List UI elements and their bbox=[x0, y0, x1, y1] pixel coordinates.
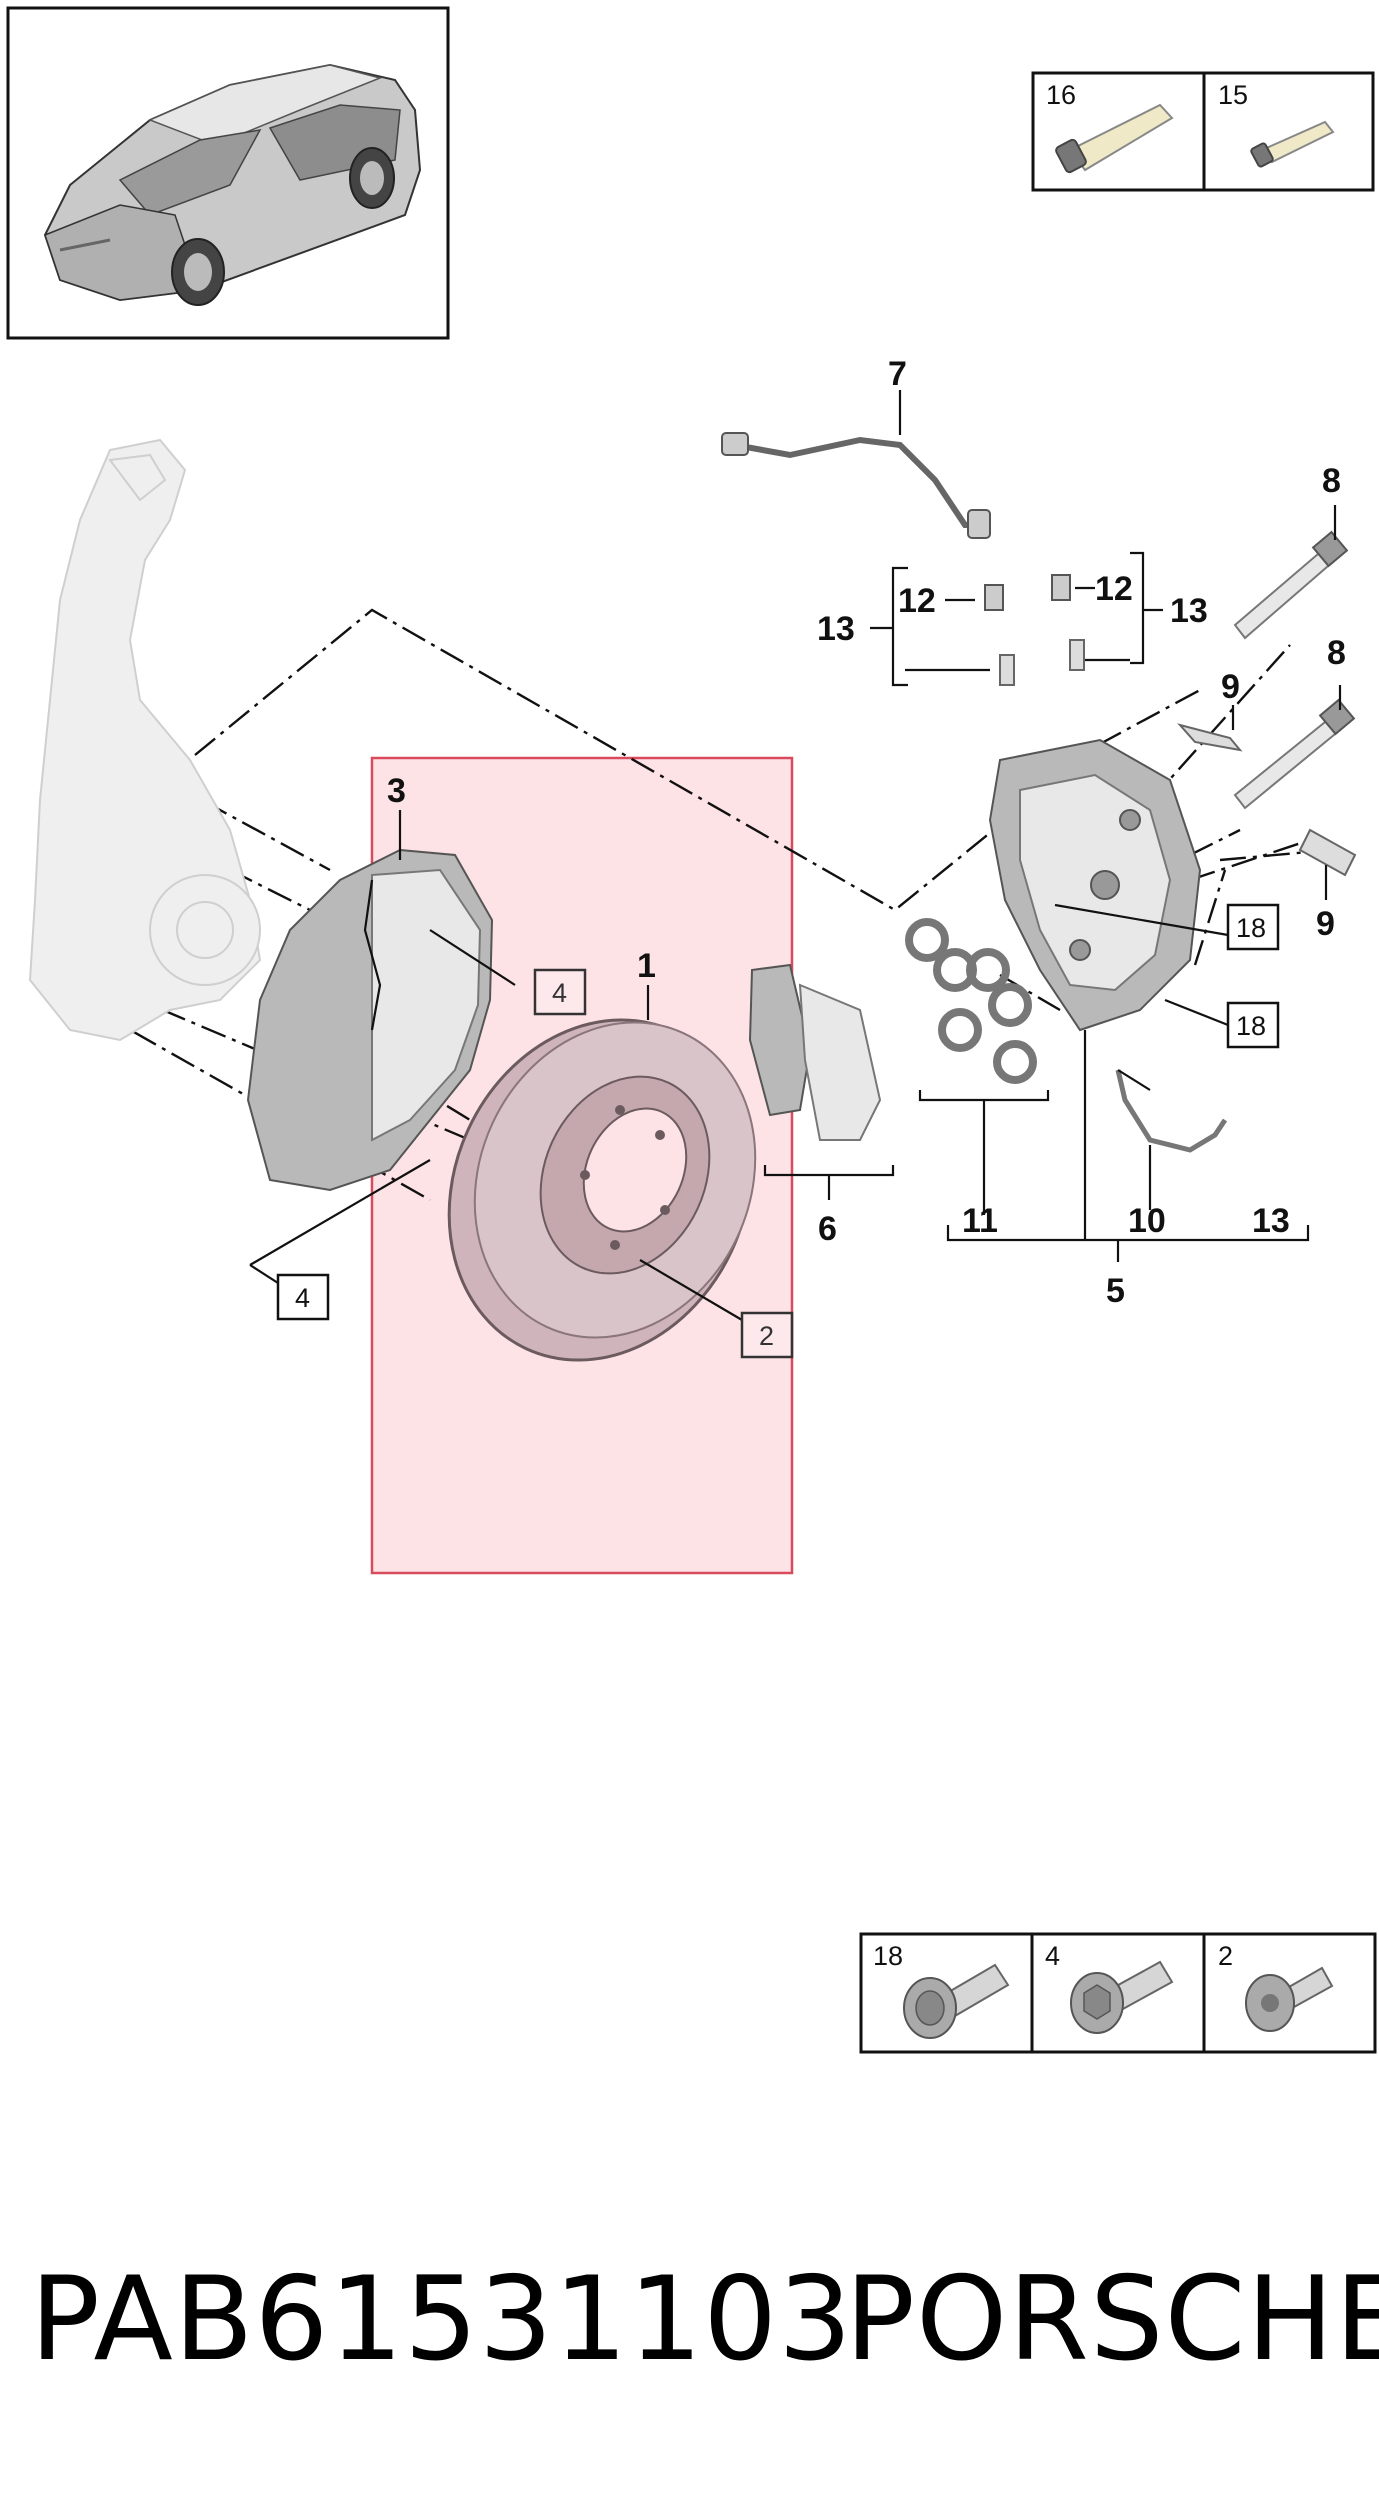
suv-car-icon bbox=[43, 63, 422, 306]
boxed-ref-18: 18 bbox=[1236, 1011, 1266, 1041]
legend-bottom-number: 2 bbox=[1218, 1941, 1233, 1971]
callout-6: 6 bbox=[818, 1210, 837, 1248]
legend-top-number: 15 bbox=[1218, 80, 1248, 110]
wear-sensor-cable bbox=[721, 432, 991, 539]
piston-seals bbox=[905, 918, 1037, 1084]
hex-flange-bolt-icon bbox=[1070, 1960, 1174, 2034]
callout-8: 8 bbox=[1322, 462, 1341, 500]
legend-bottom-number: 18 bbox=[873, 1941, 903, 1971]
legend-bottom: 18 4 2 bbox=[859, 1932, 1377, 2054]
boxed-ref-18: 18 bbox=[1236, 913, 1266, 943]
callout-9: 9 bbox=[1221, 668, 1240, 706]
brake-pads bbox=[748, 963, 882, 1141]
callout-5: 5 bbox=[1106, 1272, 1125, 1310]
callout-3: 3 bbox=[387, 772, 406, 810]
part-number: PAB61531103 bbox=[30, 2252, 853, 2387]
pad-springs bbox=[1177, 723, 1357, 877]
callouts: 3 1 6 7 8 8 9 9 11 10 13 5 12 13 12 13 bbox=[387, 355, 1346, 1310]
boxed-ref-4: 4 bbox=[552, 978, 567, 1008]
leader-lines bbox=[249, 390, 1342, 1321]
callout-9: 9 bbox=[1316, 905, 1335, 943]
brake-pipe bbox=[1115, 1069, 1228, 1153]
callout-13: 13 bbox=[817, 610, 855, 648]
callout-13: 13 bbox=[1170, 592, 1208, 630]
callout-10: 10 bbox=[1128, 1202, 1166, 1240]
boxed-ref-4: 4 bbox=[295, 1283, 310, 1313]
callout-12: 12 bbox=[1095, 570, 1133, 608]
brand-name: PORSCHE bbox=[845, 2252, 1379, 2387]
boxed-refs: 4 4 2 18 18 bbox=[276, 903, 1280, 1359]
callout-11: 11 bbox=[962, 1202, 998, 1240]
dust-shield bbox=[246, 848, 494, 1192]
callout-13: 13 bbox=[1252, 1202, 1290, 1240]
torx-countersunk-screw-icon bbox=[1245, 1966, 1334, 2032]
callout-1: 1 bbox=[637, 947, 656, 985]
bleed-valves bbox=[984, 574, 1085, 686]
legend-bottom-number: 4 bbox=[1045, 1941, 1060, 1971]
twelve-point-bolt-icon bbox=[903, 1963, 1010, 2039]
caliper-bolts bbox=[1233, 530, 1356, 810]
large-grease-tube-icon bbox=[1055, 103, 1174, 174]
steering-knuckle bbox=[28, 438, 262, 1042]
brake-disc bbox=[447, 1018, 757, 1362]
vehicle-thumbnail bbox=[6, 6, 450, 340]
callout-12: 12 bbox=[898, 582, 936, 620]
legend-top: 16 15 bbox=[1031, 71, 1375, 192]
callout-8: 8 bbox=[1327, 634, 1346, 672]
brake-caliper bbox=[988, 738, 1202, 1032]
callout-7: 7 bbox=[888, 355, 907, 393]
legend-top-number: 16 bbox=[1046, 80, 1076, 110]
small-grease-tube-icon bbox=[1250, 120, 1335, 168]
footer: PAB61531103 PORSCHE bbox=[0, 2245, 1379, 2395]
boxed-ref-2: 2 bbox=[759, 1321, 774, 1351]
